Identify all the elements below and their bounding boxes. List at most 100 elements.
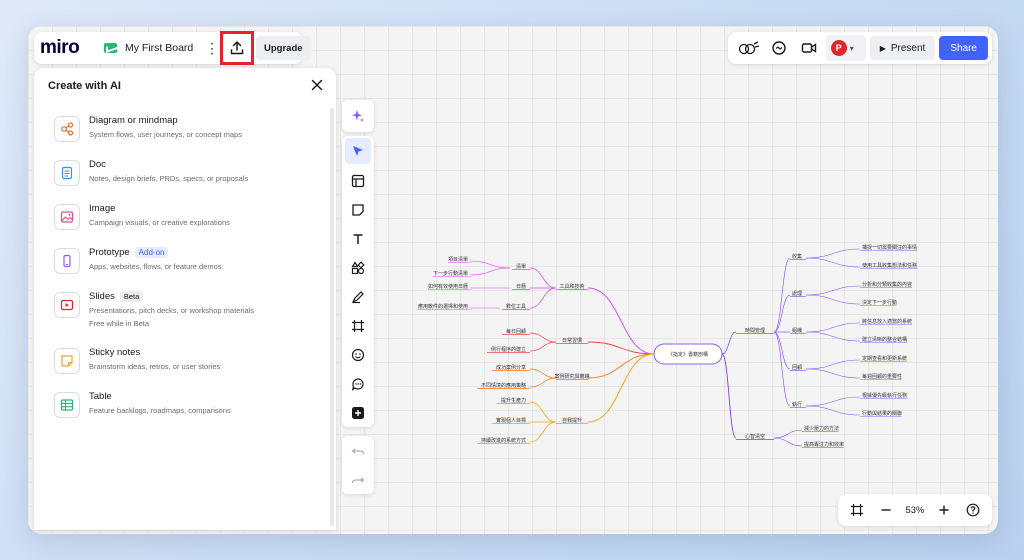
board-icon bbox=[104, 43, 117, 53]
mindmap-node-label: 每日回顧 bbox=[506, 328, 526, 335]
mindmap-node-label: 每週回顧的重要性 bbox=[862, 373, 902, 380]
board-name[interactable]: My First Board bbox=[125, 42, 194, 54]
shapes-icon bbox=[351, 260, 365, 274]
help-icon bbox=[966, 503, 980, 517]
pen-tool[interactable] bbox=[342, 282, 374, 311]
ai-item-slides[interactable]: Slides Beta Presentations, pitch decks, … bbox=[54, 290, 324, 342]
ai-item-sticky-notes[interactable]: Sticky notes Brainstorm ideas, retros, o… bbox=[54, 346, 324, 386]
mindmap-node-label: 使用工具收集想法和任務 bbox=[862, 262, 917, 269]
mindmap-node-label: 決定下一步行動 bbox=[862, 299, 897, 306]
stickers-tool[interactable] bbox=[342, 340, 374, 369]
mindmap-link bbox=[773, 331, 791, 407]
mindmap-node-label: 成功案例分享 bbox=[496, 364, 526, 371]
comment-tool[interactable] bbox=[342, 369, 374, 398]
sticky-icon bbox=[54, 348, 80, 374]
chevron-down-icon: ▾ bbox=[849, 43, 854, 53]
chat-icon[interactable] bbox=[766, 35, 792, 61]
image-icon bbox=[54, 204, 80, 230]
sticker-icon bbox=[351, 348, 365, 361]
ai-item-label: Doc bbox=[89, 159, 106, 170]
mindmap-link bbox=[805, 248, 861, 259]
ai-sparkle-button[interactable] bbox=[342, 100, 374, 132]
frame-icon bbox=[352, 319, 364, 332]
more-options-icon[interactable]: ⋮ bbox=[205, 39, 219, 56]
export-button[interactable] bbox=[220, 31, 254, 65]
zoom-out-button[interactable] bbox=[876, 504, 896, 516]
mindmap-node-label: 心智清空 bbox=[745, 433, 765, 440]
undo-button[interactable] bbox=[342, 436, 374, 465]
mindmap-link bbox=[805, 368, 861, 379]
mindmap-link bbox=[805, 257, 861, 268]
present-button[interactable]: ▶ Present bbox=[869, 36, 936, 60]
ai-item-prototype[interactable]: Prototype Add-on Apps, websites, flows, … bbox=[54, 246, 324, 286]
comment-icon bbox=[351, 377, 364, 391]
redo-button[interactable] bbox=[342, 465, 374, 494]
miro-logo[interactable]: miro bbox=[40, 37, 80, 58]
mindmap[interactable]: 《指定》書籍剖構工具和技術清單項目清單下一步行動清單日曆如何有效使用日曆數位工具… bbox=[388, 216, 948, 456]
beta-badge: Beta bbox=[119, 291, 144, 302]
prototype-icon bbox=[54, 248, 80, 274]
zoom-level[interactable]: 53% bbox=[905, 504, 925, 516]
ai-item-desc: Brainstorm ideas, retros, or user storie… bbox=[89, 362, 221, 371]
reactions-icon[interactable] bbox=[736, 35, 762, 61]
mindmap-link bbox=[529, 377, 557, 388]
ai-item-diagram[interactable]: Diagram or mindmap System flows, user jo… bbox=[54, 114, 324, 154]
mindmap-node-label: 減少壓力的方法 bbox=[804, 425, 839, 432]
shapes-tool[interactable] bbox=[342, 253, 374, 282]
doc-icon bbox=[54, 160, 80, 186]
frame-fit-icon bbox=[850, 504, 863, 516]
mindmap-link bbox=[469, 267, 511, 276]
mindmap-link bbox=[805, 294, 861, 305]
ai-item-label: Diagram or mindmap bbox=[89, 115, 178, 126]
mindmap-node-label: 收集 bbox=[792, 253, 802, 260]
close-icon[interactable] bbox=[308, 76, 326, 94]
ai-item-table[interactable]: Table Feature backlogs, roadmaps, compar… bbox=[54, 390, 324, 430]
mindmap-link bbox=[773, 257, 791, 333]
sticky-note-tool[interactable] bbox=[342, 195, 374, 224]
mindmap-node-label: 自我提升 bbox=[562, 417, 582, 424]
mindmap-node-label: 定期查看和更新系統 bbox=[862, 355, 907, 362]
plus-zoom-icon bbox=[939, 505, 949, 515]
mindmap-link bbox=[529, 401, 557, 423]
slides-icon bbox=[54, 292, 80, 318]
fit-to-screen-button[interactable] bbox=[847, 503, 867, 517]
templates-tool[interactable] bbox=[342, 166, 374, 195]
mindmap-link bbox=[587, 341, 655, 355]
mindmap-node-label: 日曆 bbox=[516, 284, 526, 290]
mindmap-node-label: 例行程序的建立 bbox=[491, 346, 526, 353]
undo-icon bbox=[351, 447, 365, 454]
mindmap-node-label: 下一步行動清單 bbox=[433, 270, 468, 277]
mindmap-node-label: 日常習慣 bbox=[562, 337, 582, 344]
more-tools[interactable] bbox=[342, 398, 374, 427]
mindmap-link bbox=[805, 285, 861, 296]
pen-icon bbox=[351, 290, 364, 303]
zoom-in-button[interactable] bbox=[934, 504, 954, 516]
mindmap-node-label: 處理 bbox=[792, 290, 802, 297]
mindmap-link bbox=[773, 331, 791, 370]
video-call-icon[interactable] bbox=[796, 35, 822, 61]
mindmap-link bbox=[805, 396, 861, 407]
mindmap-link bbox=[773, 294, 791, 333]
mindmap-node-label: 應用軟件的選擇和使用 bbox=[418, 303, 468, 310]
select-tool[interactable] bbox=[345, 138, 371, 164]
mindmap-link bbox=[587, 287, 655, 355]
user-menu[interactable]: P ▾ bbox=[825, 35, 866, 61]
ai-item-image[interactable]: Image Campaign visuals, or creative expl… bbox=[54, 202, 324, 242]
help-button[interactable] bbox=[963, 503, 983, 517]
ai-item-label: Sticky notes bbox=[89, 347, 141, 358]
mindmap-link bbox=[529, 267, 557, 289]
mindmap-link bbox=[529, 421, 557, 443]
mindmap-node-label: 時間管理 bbox=[745, 327, 765, 334]
mindmap-node-label: 數位工具 bbox=[506, 303, 526, 310]
sticky-note-icon bbox=[352, 203, 364, 216]
text-tool[interactable] bbox=[342, 224, 374, 253]
ai-item-desc: Notes, design briefs, PRDs, specs, or pr… bbox=[89, 174, 249, 183]
share-button[interactable]: Share bbox=[939, 36, 988, 60]
mindmap-node-label: 根據優先級執行任務 bbox=[862, 392, 907, 399]
panel-scrollbar[interactable] bbox=[330, 108, 334, 526]
upgrade-button[interactable]: Upgrade bbox=[256, 36, 311, 60]
ai-item-label: Slides bbox=[89, 291, 115, 302]
mindmap-node-label: 分析和分類收集的內容 bbox=[862, 281, 912, 288]
ai-item-doc[interactable]: Doc Notes, design briefs, PRDs, specs, o… bbox=[54, 158, 324, 198]
frame-tool[interactable] bbox=[342, 311, 374, 340]
